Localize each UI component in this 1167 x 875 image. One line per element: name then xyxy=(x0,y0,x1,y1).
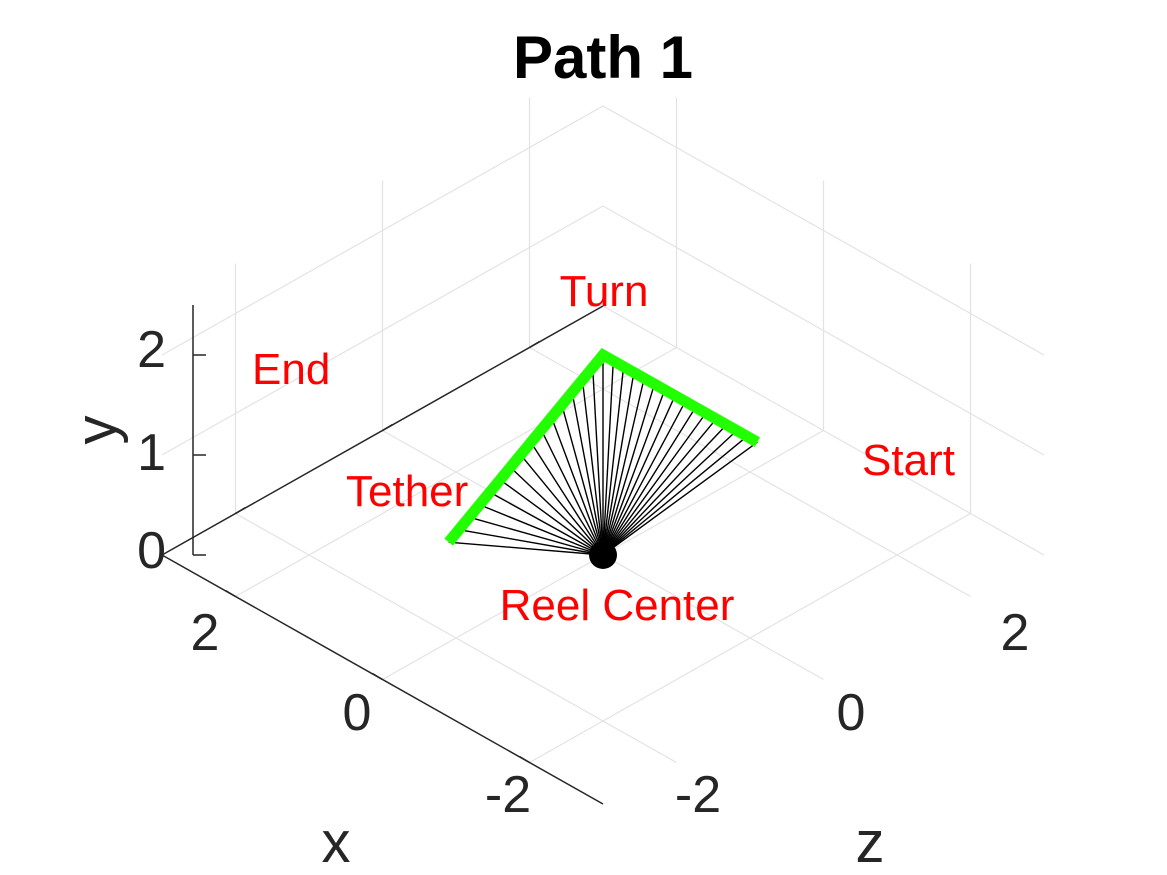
tether-line xyxy=(479,504,604,556)
tether-line xyxy=(448,541,604,556)
tether-line xyxy=(602,441,758,556)
annotation-reel-center: Reel Center xyxy=(500,581,735,630)
path-layer xyxy=(444,347,761,546)
z-tick-0: 0 xyxy=(837,684,866,742)
tether-line xyxy=(602,389,666,556)
tether-line xyxy=(602,378,645,556)
axes-layer xyxy=(161,305,604,805)
x-axis-tick xyxy=(529,340,540,349)
tether-line xyxy=(489,491,604,556)
tether-line xyxy=(602,424,727,556)
tether-line xyxy=(602,401,686,556)
grid-line xyxy=(602,205,1045,456)
z-axis-tick xyxy=(519,755,530,764)
tether-line xyxy=(520,454,604,556)
annotation-start: Start xyxy=(862,436,955,485)
x-tick-0: 0 xyxy=(343,684,372,742)
y-tick-0: 0 xyxy=(137,522,166,580)
tether-line xyxy=(550,417,604,556)
z-axis-label: z xyxy=(856,810,885,875)
tether-line xyxy=(602,360,614,556)
z-tick-2: 2 xyxy=(1001,604,1030,662)
tether-line xyxy=(458,528,604,556)
path-line xyxy=(444,347,761,546)
tether-line xyxy=(602,395,676,556)
y-tick-1: 1 xyxy=(137,424,166,482)
tether-line xyxy=(530,441,604,556)
tether-line xyxy=(602,412,707,556)
tether-line xyxy=(469,516,604,556)
tether-line xyxy=(509,466,604,556)
x-tick-2: 2 xyxy=(191,604,220,662)
tether-line xyxy=(602,366,625,556)
tether-line xyxy=(592,367,604,556)
chart-title: Path 1 xyxy=(513,24,693,91)
annotation-tether: Tether xyxy=(346,467,468,516)
tether-line xyxy=(602,406,697,556)
tether-line xyxy=(581,379,604,556)
tether-line xyxy=(499,479,604,556)
tether-line xyxy=(540,429,604,556)
grid-line xyxy=(161,205,604,456)
x-axis-label: x xyxy=(322,810,351,875)
x-axis-tick xyxy=(235,506,246,515)
x-tick-neg2: -2 xyxy=(485,766,531,824)
annotation-end: End xyxy=(252,345,330,394)
x-axis-tick xyxy=(382,423,393,432)
tether-line xyxy=(602,372,635,556)
reel-center-marker xyxy=(589,541,617,569)
y-axis-label: y xyxy=(64,416,129,445)
y-tick-2: 2 xyxy=(137,321,166,379)
tether-line xyxy=(602,383,656,556)
tether-line xyxy=(602,418,717,556)
tether-line xyxy=(571,392,604,556)
z-tick-neg2: -2 xyxy=(675,766,721,824)
z-axis-tick xyxy=(225,589,236,598)
annotation-turn: Turn xyxy=(560,267,649,316)
tether-line xyxy=(561,404,604,556)
tether-layer xyxy=(448,355,758,556)
tether-line xyxy=(602,435,748,556)
grid-line xyxy=(161,105,604,356)
tether-line xyxy=(602,430,738,556)
grid-line xyxy=(529,512,971,764)
grid-line xyxy=(602,105,1045,356)
z-axis-tick xyxy=(372,672,383,681)
